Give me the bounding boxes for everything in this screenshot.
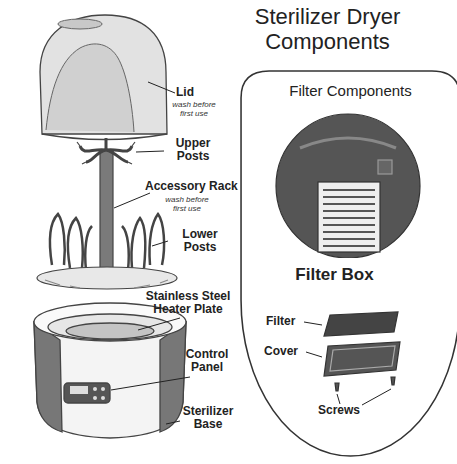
lid-drawing (40, 15, 167, 140)
note: wash before first use (163, 195, 211, 213)
part-name: Lid (176, 86, 216, 99)
part-name: Accessory Rack (145, 180, 255, 193)
filter-panel: Filter ComponentsFilter Box (240, 70, 457, 458)
part-name: Cover (264, 345, 308, 358)
accessory-rack-drawing (37, 138, 177, 289)
filter-box-label-box: Filter Box (268, 258, 401, 292)
diagram-title: Sterilizer Dryer Components (225, 4, 430, 54)
sterilizer-base-drawing (34, 303, 186, 438)
part-name: Sterilizer Base (172, 405, 244, 431)
node-text: Filter Components (240, 82, 457, 100)
part-name: Filter (266, 315, 306, 328)
node-text: Filter Box (268, 265, 401, 285)
part-name: Lower Posts (168, 228, 232, 254)
note: wash before first use (170, 100, 218, 118)
part-name: Control Panel (176, 348, 238, 374)
part-name: Screws (318, 404, 378, 417)
part-name: Stainless Steel Heater Plate (138, 290, 238, 316)
part-name: Upper Posts (166, 137, 220, 163)
